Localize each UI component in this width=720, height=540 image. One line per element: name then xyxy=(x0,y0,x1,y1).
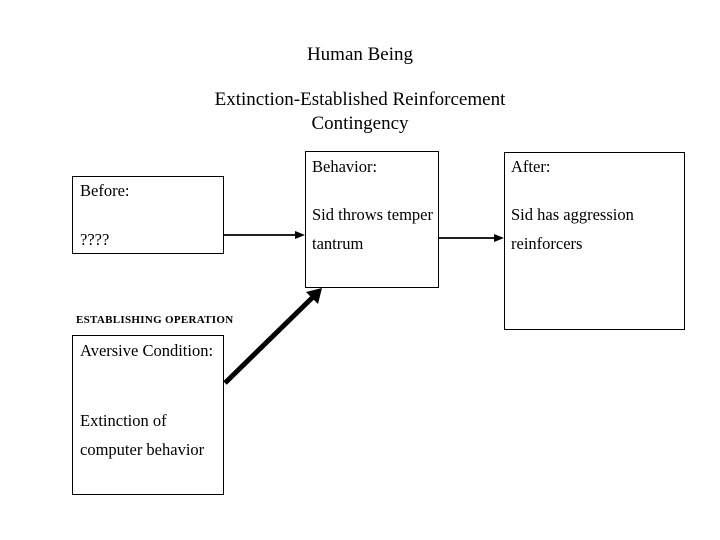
slide-subtitle-line-1: Extinction-Established Reinforcement xyxy=(214,89,506,110)
arrow-behavior-to-after-icon xyxy=(439,234,504,242)
establishing-operation-heading: Aversive Condition: xyxy=(80,341,214,360)
slide-title-human-being: Human Being xyxy=(306,44,414,65)
slide-subtitle-line-2: Contingency xyxy=(311,113,409,134)
after-box-value: Sid has aggression reinforcers xyxy=(511,205,634,253)
behavior-box-value: Sid throws temper tantrum xyxy=(312,205,433,253)
before-box xyxy=(72,176,224,254)
before-box-value: ???? xyxy=(80,230,110,249)
after-box xyxy=(504,152,685,330)
arrow-establishing-operation-to-behavior-icon xyxy=(223,288,322,385)
slide-subtitle: Extinction-Established Reinforcement Con… xyxy=(110,88,610,136)
establishing-operation-banner: ESTABLISHING OPERATION xyxy=(76,314,234,326)
before-box-heading: Before: xyxy=(80,181,130,200)
establishing-operation-value: Extinction of computer behavior xyxy=(80,411,205,459)
establishing-operation-box xyxy=(72,335,224,495)
arrow-before-to-behavior-icon xyxy=(224,231,305,239)
behavior-box xyxy=(305,151,439,288)
after-box-heading: After: xyxy=(511,157,551,176)
behavior-box-heading: Behavior: xyxy=(312,157,378,176)
